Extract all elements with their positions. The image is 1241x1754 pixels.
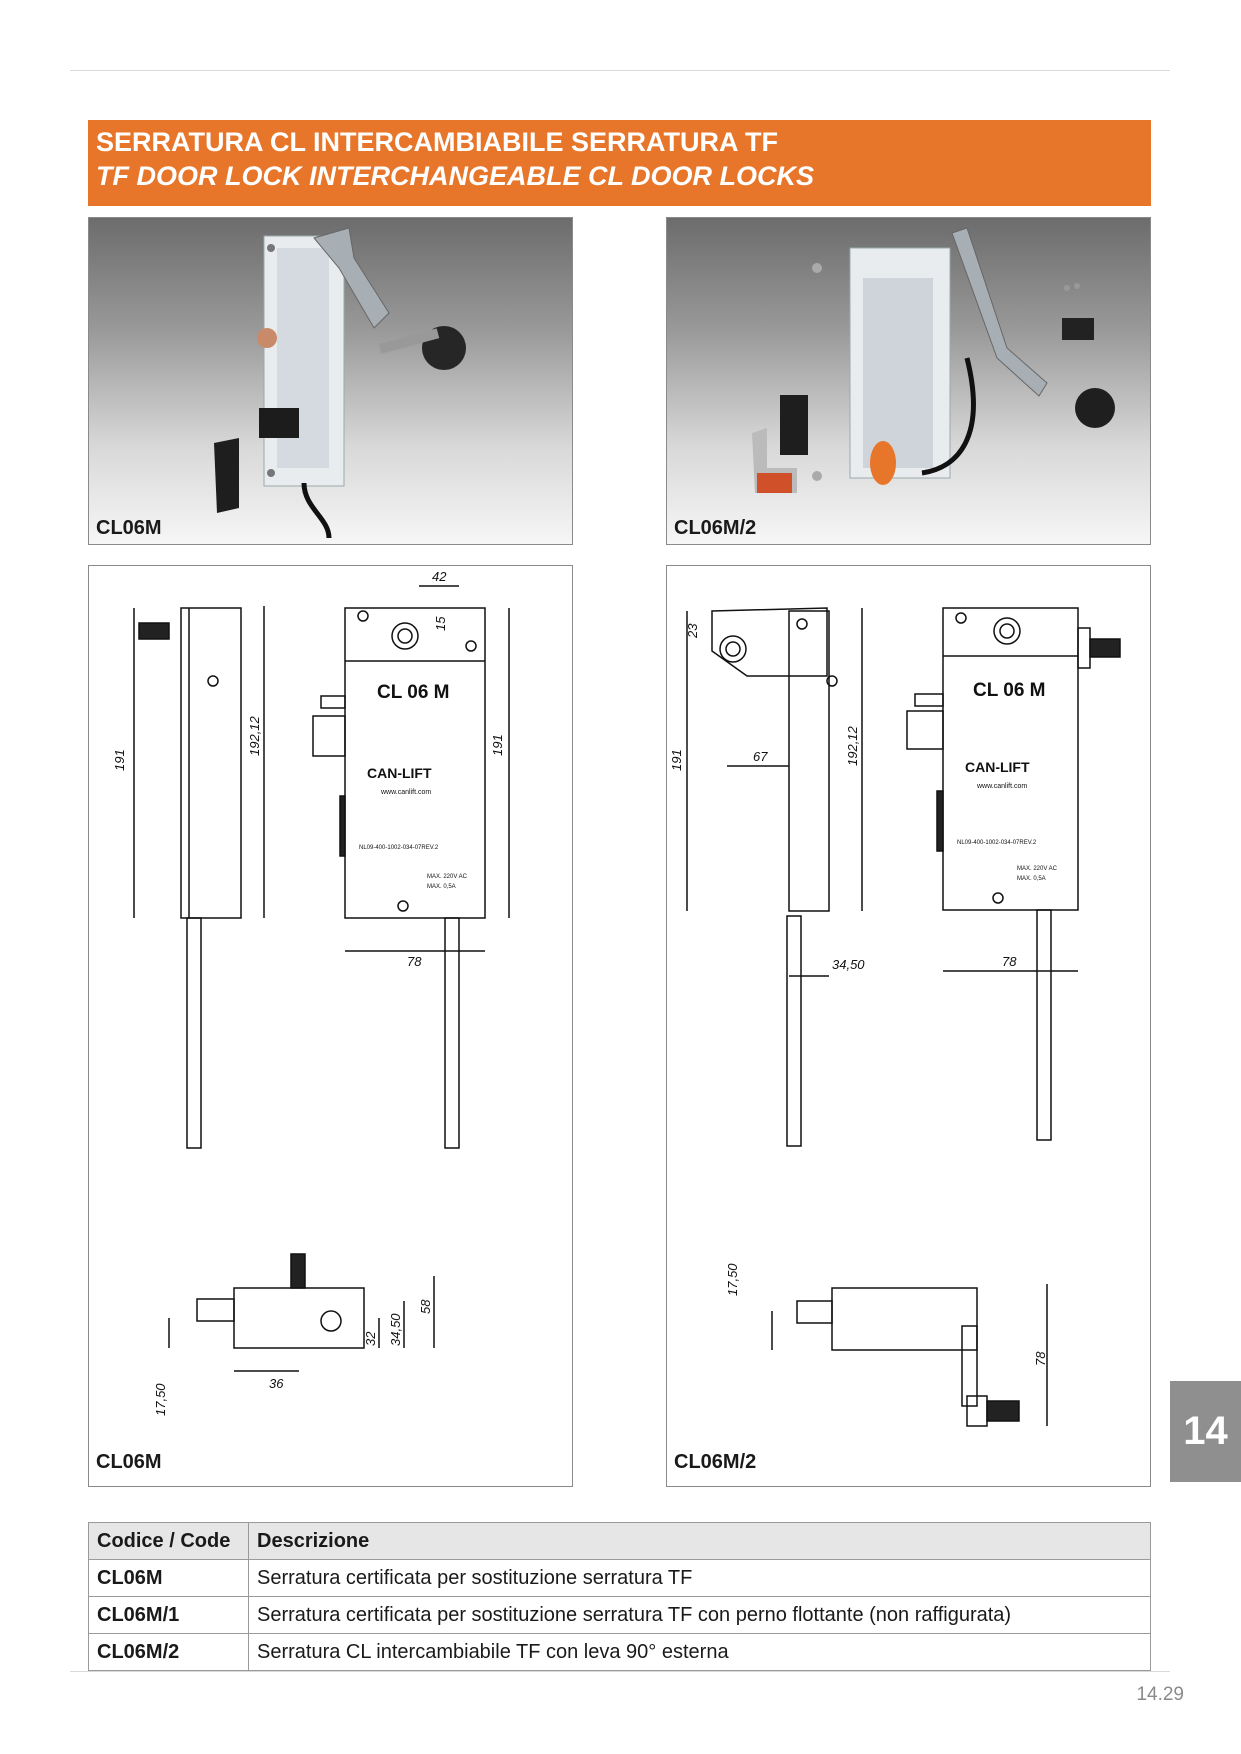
title-banner: SERRATURA CL INTERCAMBIABILE SERRATURA T…: [88, 120, 1151, 206]
table-row: CL06M/1 Serratura certificata per sostit…: [88, 1596, 1151, 1634]
dim-32: 32: [363, 1331, 378, 1346]
photo-cl06m: CL06M: [88, 217, 573, 545]
cert-label: NL09-400-1002-034-07REV.2: [957, 840, 1037, 846]
product-description: Serratura certificata per sostituzione s…: [248, 1596, 1151, 1634]
technical-drawing-cl06m-2: 23 191 67 192,12 34,50 78 17,50 78 CL 06…: [669, 607, 1121, 1427]
table-header-row: Codice / Code Descrizione: [88, 1522, 1151, 1560]
product-code: CL06M/2: [88, 1633, 249, 1671]
web-label: www.canlift.com: [380, 789, 431, 796]
product-code: CL06M: [88, 1559, 249, 1597]
title-english: TF DOOR LOCK INTERCHANGEABLE CL DOOR LOC…: [96, 161, 814, 191]
column-header-code: Codice / Code: [88, 1522, 249, 1560]
dim-191: 191: [669, 749, 684, 771]
rating-current: MAX. 0,5A: [1017, 876, 1046, 882]
dim-192-12: 192,12: [247, 715, 262, 756]
top-rule: [70, 70, 1170, 71]
dim-15: 15: [433, 616, 448, 631]
brand-label: CAN-LIFT: [367, 765, 432, 781]
dim-23: 23: [685, 623, 700, 639]
device-label: CL 06 M: [377, 682, 450, 703]
dim-78-bottom: 78: [1033, 1351, 1048, 1366]
photo-cl06m-2: CL06M/2: [666, 217, 1151, 545]
dim-191-side: 191: [112, 749, 127, 771]
dim-17-50: 17,50: [153, 1383, 168, 1416]
dim-192-12: 192,12: [845, 725, 860, 766]
dim-36: 36: [269, 1376, 284, 1391]
column-header-description: Descrizione: [248, 1522, 1151, 1560]
dim-67: 67: [753, 749, 768, 764]
cert-label: NL09-400-1002-034-07REV.2: [359, 845, 439, 851]
table-row: CL06M Serratura certificata per sostituz…: [88, 1559, 1151, 1597]
drawing-caption: CL06M/2: [674, 1451, 757, 1473]
rating-voltage: MAX. 220V AC: [427, 874, 468, 880]
web-label: www.canlift.com: [976, 783, 1027, 790]
rating-voltage: MAX. 220V AC: [1017, 866, 1058, 872]
title-italian: SERRATURA CL INTERCAMBIABILE SERRATURA T…: [96, 127, 778, 157]
dim-78-front: 78: [1002, 954, 1017, 969]
photo-caption: CL06M/2: [674, 517, 757, 539]
dim-78: 78: [407, 954, 422, 969]
lock-photo-illustration: [214, 227, 466, 539]
drawing-caption: CL06M: [96, 1451, 162, 1473]
dim-191-front: 191: [490, 734, 505, 756]
dim-42: 42: [432, 569, 447, 584]
dim-34-50: 34,50: [388, 1313, 403, 1346]
brand-label: CAN-LIFT: [965, 759, 1030, 775]
technical-drawing-cl06m: 191 192,12 191 78 42 15 17,50 36 32 34,5…: [112, 569, 510, 1416]
product-description: Serratura CL intercambiabile TF con leva…: [248, 1633, 1151, 1671]
table-row: CL06M/2 Serratura CL intercambiabile TF …: [88, 1633, 1151, 1671]
photo-caption: CL06M: [96, 517, 162, 539]
drawing-cl06m-2: 23 191 67 192,12 34,50 78 17,50 78 CL 06…: [666, 565, 1151, 1487]
product-code-table: Codice / Code Descrizione CL06M Serratur…: [88, 1522, 1151, 1671]
dim-17-50: 17,50: [725, 1263, 740, 1296]
drawing-cl06m: 191 192,12 191 78 42 15 17,50 36 32 34,5…: [88, 565, 573, 1487]
product-description: Serratura certificata per sostituzione s…: [248, 1559, 1151, 1597]
product-code: CL06M/1: [88, 1596, 249, 1634]
page-number: 14.29: [1136, 1684, 1184, 1705]
lock-photo-illustration: [752, 227, 1115, 493]
device-label: CL 06 M: [973, 680, 1046, 701]
bottom-rule: [70, 1671, 1170, 1672]
rating-current: MAX. 0,5A: [427, 884, 456, 890]
dim-34-50: 34,50: [832, 957, 865, 972]
dim-58: 58: [418, 1299, 433, 1314]
section-tab: 14: [1170, 1381, 1241, 1482]
